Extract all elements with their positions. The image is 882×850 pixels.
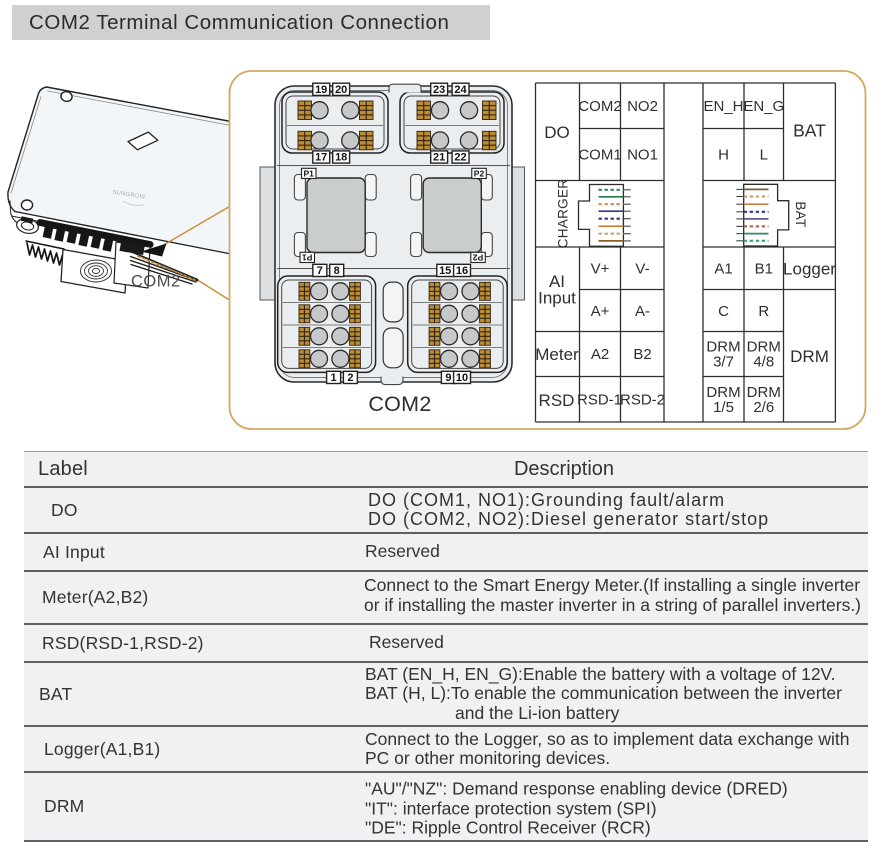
svg-text:1/5: 1/5: [713, 399, 734, 416]
svg-text:P1: P1: [303, 169, 314, 179]
svg-text:2/6: 2/6: [753, 399, 774, 416]
svg-text:20: 20: [335, 84, 347, 96]
svg-text:EN_G: EN_G: [743, 98, 784, 115]
svg-text:P2: P2: [474, 169, 485, 179]
svg-text:C: C: [718, 303, 729, 320]
svg-text:Input: Input: [538, 289, 576, 308]
svg-text:NO1: NO1: [627, 147, 658, 164]
svg-text:EN_H: EN_H: [703, 98, 743, 115]
svg-text:10: 10: [456, 372, 468, 384]
svg-text:21: 21: [433, 152, 445, 164]
svg-text:1: 1: [331, 372, 337, 384]
svg-text:R: R: [758, 303, 769, 320]
svg-text:22: 22: [454, 152, 466, 164]
svg-text:A+: A+: [591, 303, 610, 320]
svg-text:COM2: COM2: [368, 392, 431, 416]
svg-text:Logger: Logger: [783, 260, 836, 279]
svg-text:15: 15: [439, 265, 451, 277]
svg-text:CHARGER: CHARGER: [556, 179, 571, 249]
svg-text:4/8: 4/8: [753, 354, 774, 371]
svg-text:2: 2: [347, 372, 353, 384]
svg-text:RSD: RSD: [539, 391, 575, 410]
svg-text:L: L: [760, 147, 768, 164]
svg-text:A2: A2: [591, 346, 609, 363]
svg-text:DRM: DRM: [747, 339, 781, 356]
svg-text:DRM: DRM: [706, 384, 740, 401]
svg-text:COM2: COM2: [578, 98, 621, 115]
svg-text:16: 16: [456, 265, 468, 277]
svg-text:18: 18: [335, 152, 347, 164]
svg-text:V-: V-: [635, 261, 649, 278]
svg-text:DRM: DRM: [747, 384, 781, 401]
svg-text:COM1: COM1: [578, 147, 621, 164]
svg-text:7: 7: [317, 265, 323, 277]
svg-text:A-: A-: [635, 303, 650, 320]
svg-text:BAT: BAT: [793, 121, 826, 141]
svg-text:COM2: COM2: [131, 273, 181, 291]
svg-text:9: 9: [445, 372, 451, 384]
svg-text:H: H: [718, 147, 729, 164]
svg-text:SUNGROW: SUNGROW: [112, 190, 146, 201]
svg-text:B2: B2: [633, 346, 651, 363]
svg-text:AI: AI: [549, 272, 565, 291]
svg-text:V+: V+: [591, 261, 610, 278]
svg-text:DRM: DRM: [706, 339, 740, 356]
svg-text:RSD-2: RSD-2: [620, 392, 665, 409]
svg-text:DRM: DRM: [790, 347, 829, 366]
svg-text:BAT: BAT: [793, 201, 808, 227]
svg-text:A1: A1: [714, 261, 732, 278]
svg-text:DO: DO: [544, 123, 570, 142]
svg-text:23: 23: [433, 84, 445, 96]
svg-text:P1: P1: [302, 252, 313, 262]
svg-text:Meter: Meter: [535, 345, 579, 364]
svg-text:19: 19: [315, 84, 327, 96]
svg-text:17: 17: [315, 152, 327, 164]
svg-text:NO2: NO2: [627, 98, 658, 115]
svg-text:B1: B1: [755, 261, 773, 278]
svg-text:3/7: 3/7: [713, 354, 734, 371]
svg-text:24: 24: [454, 84, 467, 96]
svg-text:RSD-1: RSD-1: [577, 392, 622, 409]
svg-text:8: 8: [334, 265, 340, 277]
svg-text:P2: P2: [473, 252, 484, 262]
